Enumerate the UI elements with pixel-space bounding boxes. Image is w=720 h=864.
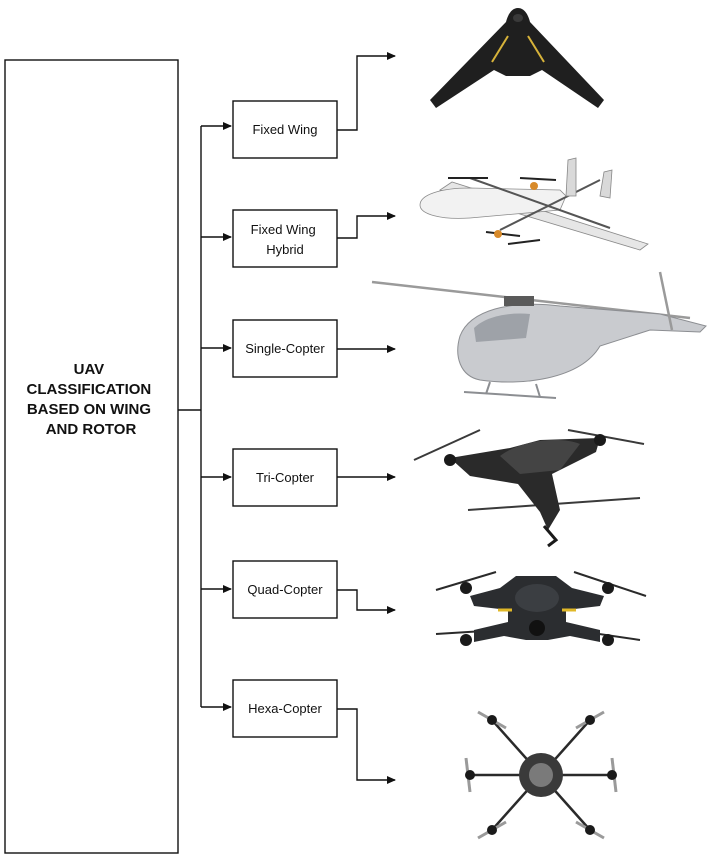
root-label-line: BASED ON WING: [27, 401, 151, 418]
category-fixed-wing-hybrid: Fixed Wing Hybrid: [232, 209, 338, 268]
output-arrows: [337, 52, 396, 784]
root-label-line: UAV: [74, 361, 105, 378]
output-arrow: [337, 52, 396, 131]
category-label-line: Fixed Wing: [251, 222, 316, 237]
output-arrow: [337, 708, 396, 784]
helicopter-drone-image: [371, 271, 707, 399]
root-label-line: CLASSIFICATION: [27, 381, 152, 398]
category-tri-copter: Tri-Copter: [232, 448, 338, 507]
category-quad-copter: Quad-Copter: [232, 560, 338, 619]
category-single-copter: Single-Copter: [232, 319, 338, 378]
branch-arrows: [201, 122, 232, 711]
category-label: Fixed Wing: [252, 122, 317, 137]
category-label-line: Hybrid: [266, 242, 304, 257]
category-hexa-copter: Hexa-Copter: [232, 679, 338, 738]
category-label: Single-Copter: [245, 341, 325, 356]
fixed-wing-drone-image: [430, 8, 604, 108]
category-label: Hexa-Copter: [248, 701, 322, 716]
svg-text:UAV CLASSIFICATION: UAV CLASSIFICATION BASED ON WING AND ROT…: [27, 361, 156, 438]
category-fixed-wing: Fixed Wing: [232, 100, 338, 159]
output-arrow: [337, 589, 396, 614]
root-box: UAV CLASSIFICATION BASED ON WING AND ROT…: [4, 59, 179, 854]
output-arrow: [337, 212, 396, 239]
connector-trunk: [178, 126, 202, 707]
hexacopter-drone-image: [464, 710, 618, 840]
vtol-hybrid-drone-image: [419, 157, 649, 251]
category-label: Quad-Copter: [247, 582, 323, 597]
quadcopter-drone-image: [435, 571, 647, 646]
root-label-line: AND ROTOR: [46, 421, 137, 438]
category-label: Tri-Copter: [256, 470, 315, 485]
svg-text:Fixed Wing Hybrid: Fixed Wing Hybrid: [251, 222, 320, 257]
tricopter-drone-image: [413, 429, 645, 548]
